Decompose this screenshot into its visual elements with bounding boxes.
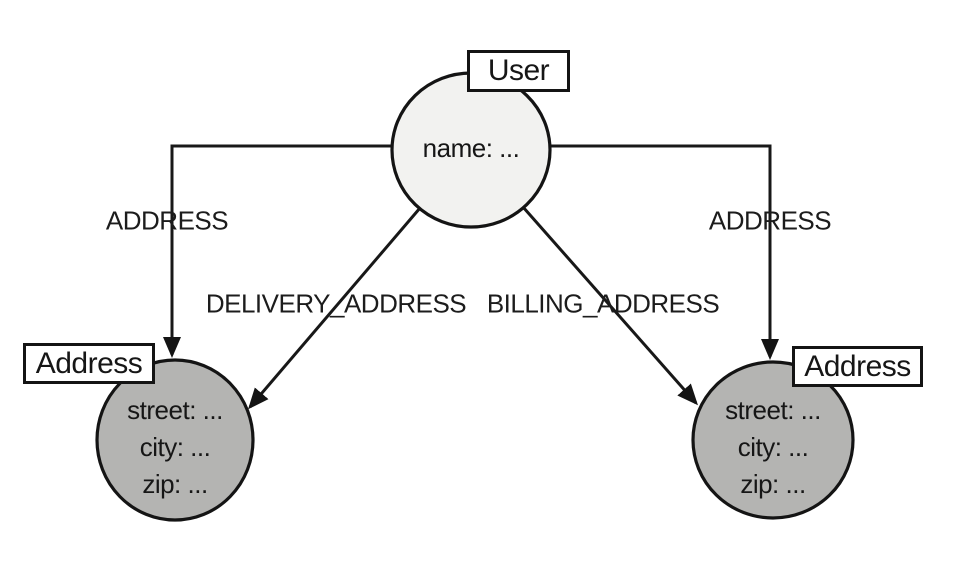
address-left-node-circle bbox=[95, 358, 255, 522]
address-right-node-properties: street: ... city: ... zip: ... bbox=[673, 392, 873, 503]
address-left-property-zip: zip: ... bbox=[142, 469, 208, 499]
edge-label-address-left: ADDRESS bbox=[105, 205, 229, 236]
address-right-node-label-box: Address bbox=[792, 346, 923, 387]
address-left-node-label-box: Address bbox=[23, 343, 155, 384]
edge-delivery-address bbox=[248, 207, 422, 410]
address-left-node-properties: street: ... city: ... zip: ... bbox=[75, 392, 275, 503]
user-property-name: name: ... bbox=[422, 133, 520, 163]
edge-label-address-right: ADDRESS bbox=[708, 205, 832, 236]
address-right-node-circle bbox=[691, 360, 855, 520]
user-node-properties: name: ... bbox=[371, 133, 571, 163]
user-node-label: User bbox=[487, 54, 550, 87]
address-right-property-street: street: ... bbox=[725, 395, 821, 425]
address-right-property-city: city: ... bbox=[737, 432, 809, 462]
address-left-property-street: street: ... bbox=[127, 395, 223, 425]
user-node-label-box: User bbox=[467, 50, 570, 92]
edge-address-left bbox=[163, 144, 392, 358]
edge-billing-address bbox=[521, 206, 698, 406]
address-right-property-zip: zip: ... bbox=[740, 469, 806, 499]
address-left-property-city: city: ... bbox=[139, 432, 211, 462]
edge-label-billing-address: BILLING_ADDRESS bbox=[486, 288, 720, 319]
address-right-node-label: Address bbox=[804, 349, 911, 383]
edge-label-delivery-address: DELIVERY_ADDRESS bbox=[205, 288, 467, 319]
edge-address-right bbox=[550, 144, 779, 360]
address-left-node-label: Address bbox=[35, 346, 143, 380]
